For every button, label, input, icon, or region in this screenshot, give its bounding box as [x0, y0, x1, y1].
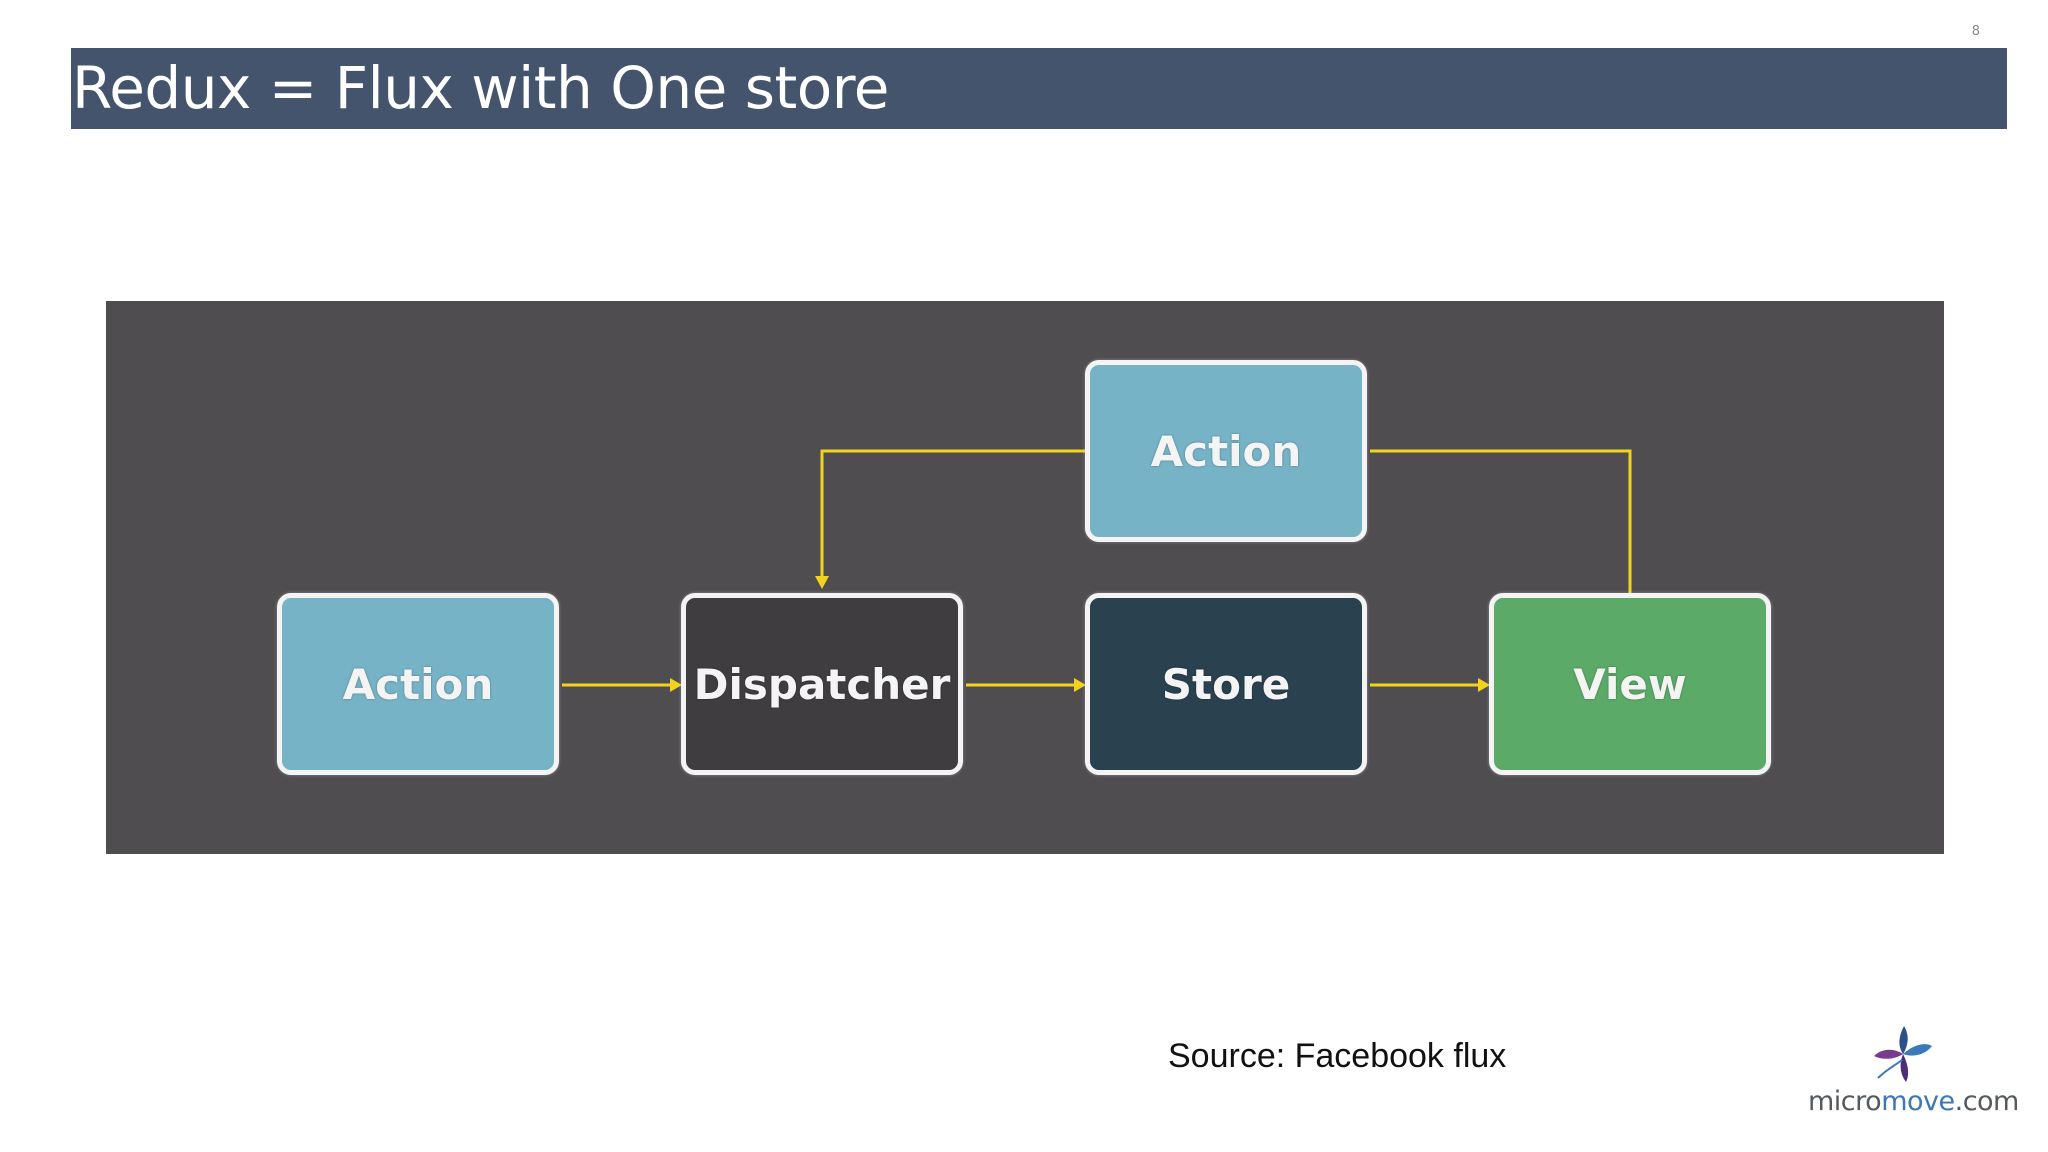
- arrowhead-1: [670, 678, 682, 692]
- title-bar: Redux = Flux with One store: [71, 48, 2007, 129]
- arrow-action-to-dispatcher-top: [820, 449, 1086, 577]
- arrowhead-2: [1074, 678, 1086, 692]
- node-action-label: Action: [342, 659, 494, 709]
- slide-title: Redux = Flux with One store: [72, 54, 889, 122]
- arrowhead-4: [815, 576, 829, 589]
- line-view-to-action: [1370, 449, 1632, 593]
- node-dispatcher-label: Dispatcher: [693, 659, 951, 709]
- flux-diagram: Action Dispatcher Store View Action: [106, 301, 1944, 854]
- source-caption: Source: Facebook flux: [1168, 1037, 1507, 1075]
- node-store-label: Store: [1161, 659, 1291, 709]
- micromove-logo: micromove.com: [1800, 1020, 2020, 1120]
- node-dispatcher: Dispatcher: [681, 593, 963, 775]
- slide-number: 8: [1971, 24, 1980, 39]
- node-store: Store: [1085, 593, 1367, 775]
- node-action-top-label: Action: [1150, 426, 1302, 476]
- logo-wordmark: micromove.com: [1808, 1086, 2019, 1117]
- arrowhead-3: [1478, 678, 1490, 692]
- node-view: View: [1489, 593, 1771, 775]
- node-view-label: View: [1573, 659, 1687, 709]
- butterfly-icon: [1874, 1026, 1932, 1082]
- connector-lines: [562, 449, 1632, 692]
- node-action-top: Action: [1085, 360, 1367, 542]
- node-action: Action: [277, 593, 559, 775]
